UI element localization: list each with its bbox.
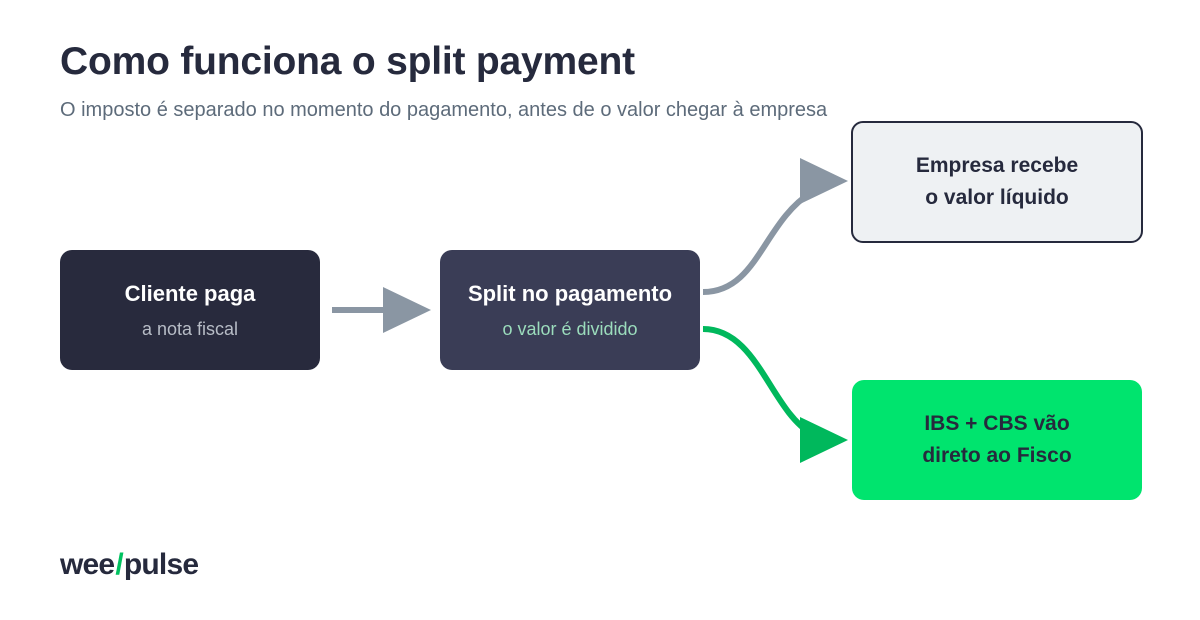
node-split-pagamento: Split no pagamento o valor é dividido [440,250,700,370]
node-fisco: IBS + CBS vão direto ao Fisco [852,380,1142,500]
node-empresa-recebe: Empresa recebe o valor líquido [851,121,1143,243]
node-cliente-sub: a nota fiscal [141,319,239,339]
node-empresa-line1: Empresa recebe [915,154,1079,177]
arrow-split-to-empresa [702,158,848,295]
node-fisco-line1: IBS + CBS vão [924,412,1070,435]
logo-part-pulse: pulse [123,548,199,581]
arrow-split-to-fisco [702,326,848,463]
node-split-sub: o valor é dividido [502,319,638,339]
node-cliente-title: Cliente paga [124,281,256,306]
page-title: Como funciona o split payment [60,40,635,83]
logo-slash: / [115,548,123,581]
logo-part-wee: wee [60,548,115,581]
node-split-title: Split no pagamento [467,281,673,306]
arrow-cliente-to-split [332,287,431,333]
page-subtitle: O imposto é separado no momento do pagam… [60,99,828,121]
node-fisco-line2: direto ao Fisco [922,444,1072,467]
node-cliente-paga: Cliente paga a nota fiscal [60,250,320,370]
node-empresa-line2: o valor líquido [925,186,1069,209]
weepulse-logo: wee/pulse [60,548,199,582]
